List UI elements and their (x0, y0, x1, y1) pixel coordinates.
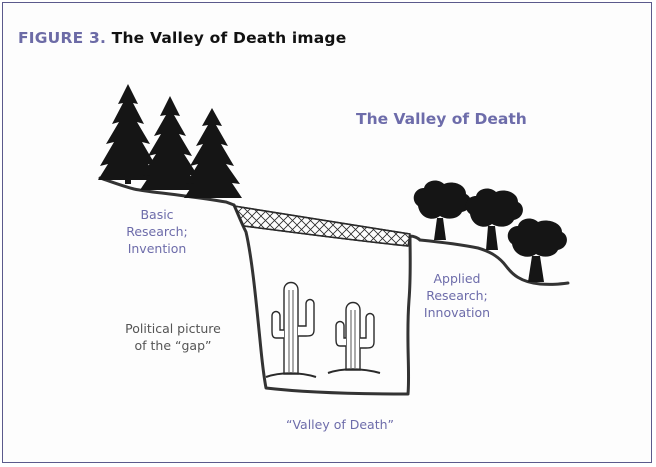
left-label-line: Basic (140, 207, 174, 222)
valley-label: “Valley of Death” (285, 417, 395, 432)
oak-tree-icon (413, 180, 471, 240)
figure-name: The Valley of Death image (111, 29, 347, 47)
cactus-icon (265, 281, 317, 378)
right-label: Applied Research; Innovation (412, 270, 502, 321)
right-cliff-ground (418, 238, 570, 286)
left-label: Basic Research; Invention (112, 206, 202, 257)
gap-label-line: Political picture (125, 321, 221, 336)
right-label-line: Innovation (423, 305, 491, 320)
pine-tree-icon (140, 96, 200, 190)
pine-tree-icon (184, 108, 242, 198)
gap-label: Political picture of the “gap” (110, 320, 236, 354)
right-label-line: Research; (426, 288, 488, 303)
left-label-line: Invention (127, 241, 187, 256)
right-label-line: Applied (433, 271, 481, 286)
oak-tree-icon (465, 188, 523, 250)
bridge-icon (232, 205, 411, 247)
figure-number: FIGURE 3. (18, 29, 107, 47)
left-label-line: Research; (126, 224, 188, 239)
cactus-icon (327, 301, 381, 374)
oak-tree-icon (507, 218, 567, 282)
pine-tree-icon (98, 84, 158, 184)
figure-title: FIGURE 3. The Valley of Death image (18, 29, 346, 47)
valley-outline (232, 203, 422, 396)
diagram-title: The Valley of Death (356, 110, 527, 128)
left-cliff-ground (98, 176, 236, 207)
gap-label-line: of the “gap” (134, 338, 212, 353)
